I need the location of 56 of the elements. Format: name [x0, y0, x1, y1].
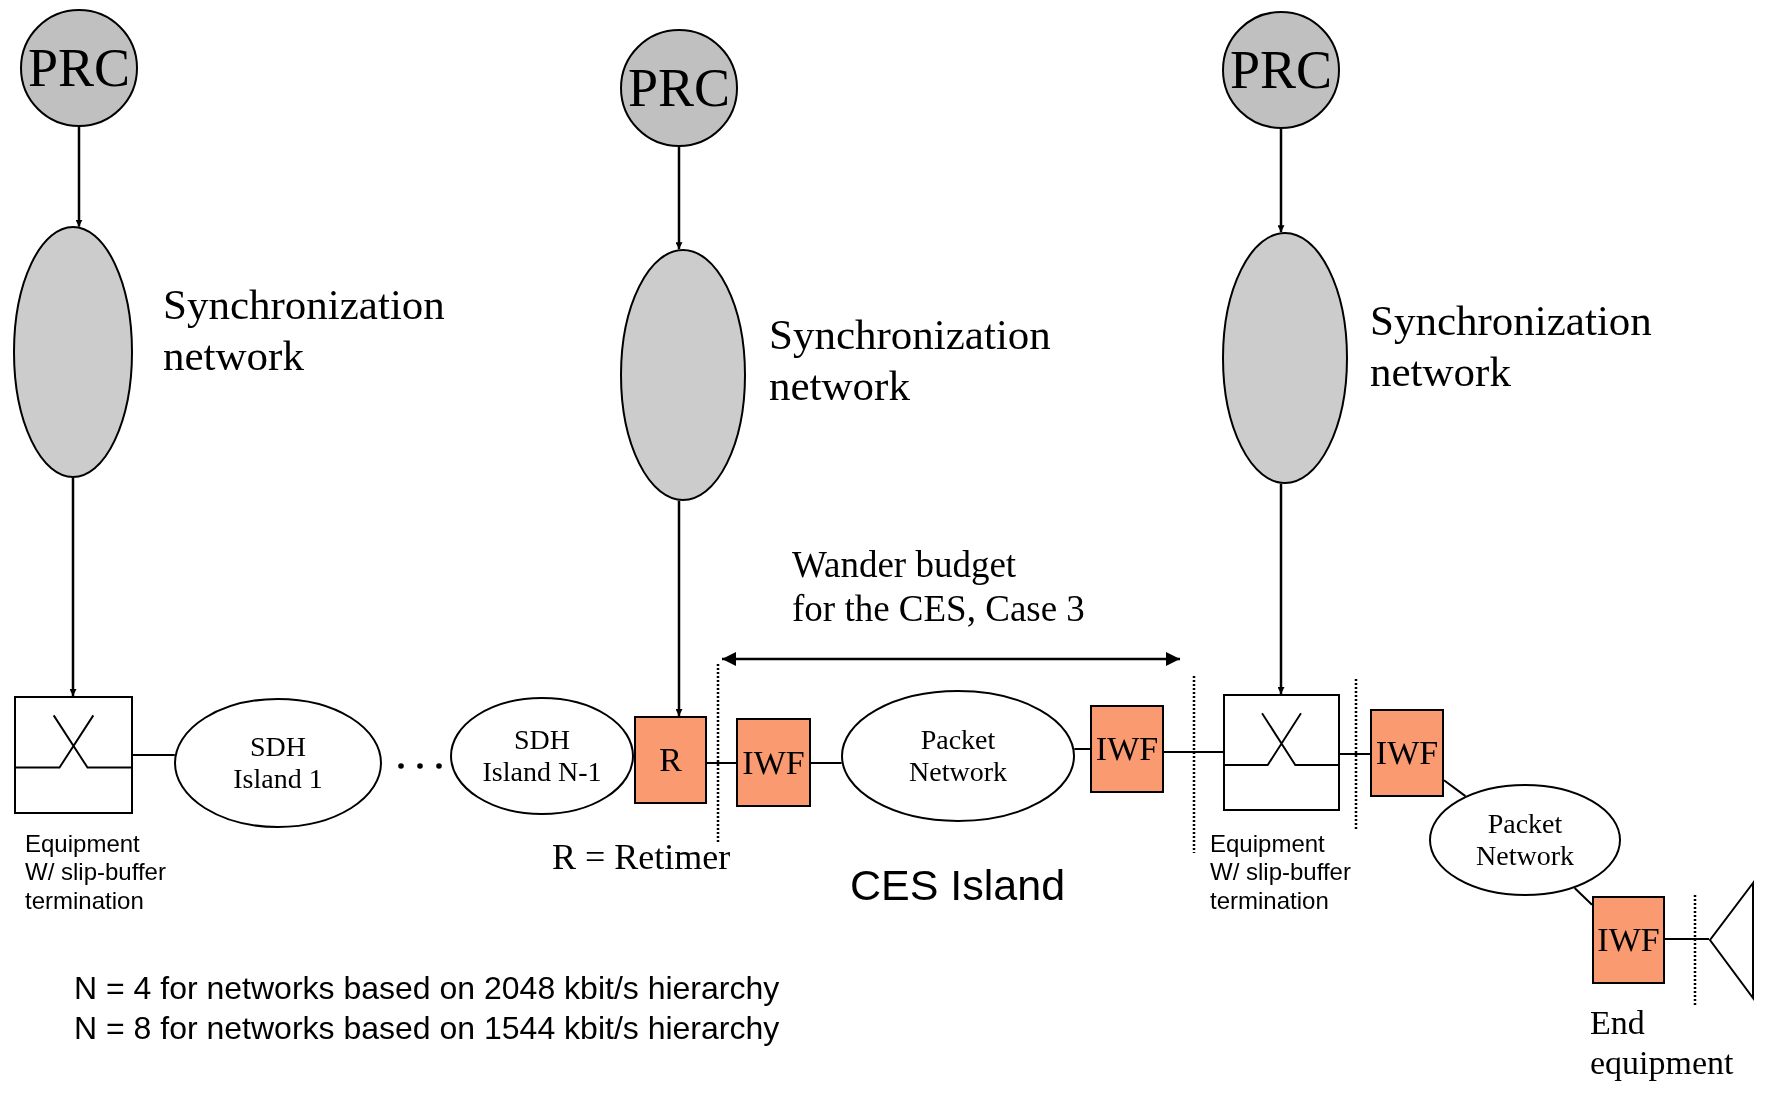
synchronization-network-ellipse: [620, 249, 746, 501]
node-caption: Equipment W/ slip-buffer termination: [25, 830, 166, 915]
synchronization-network-ellipse: [13, 226, 133, 478]
function-box: [1592, 896, 1665, 984]
connector-line: [1573, 886, 1593, 906]
prc-circle: [20, 9, 138, 127]
node-label: IWF: [742, 742, 805, 783]
node-label: PRC: [627, 56, 731, 120]
connector-line: [706, 762, 737, 764]
node-label: SDH Island 1: [233, 730, 323, 796]
node-label: IWF: [1095, 729, 1159, 769]
node-caption: Equipment W/ slip-buffer termination: [1210, 830, 1351, 915]
function-box: [634, 716, 707, 804]
network-ellipse: [450, 697, 634, 815]
arrow: [75, 127, 83, 227]
node-caption: Synchronization network: [769, 310, 1051, 411]
prc-circle: [1222, 11, 1340, 129]
node-label: R: [659, 740, 682, 780]
arrow: [1277, 129, 1285, 233]
node-caption: End equipment: [1590, 1003, 1734, 1084]
prc-circle: [620, 29, 738, 147]
dimension-label: Wander budget for the CES, Case 3: [792, 543, 1085, 631]
footnote: N = 4 for networks based on 2048 kbit/s hierarchy: [74, 970, 780, 1008]
network-ellipse: [841, 690, 1075, 822]
end-equipment-symbol: [1709, 882, 1754, 999]
connector-line: [1163, 751, 1224, 753]
network-ellipse: [174, 698, 382, 828]
function-box: [736, 718, 811, 807]
region-label: CES Island: [850, 860, 1066, 911]
connector-line: [1443, 779, 1467, 798]
node-caption: Synchronization network: [1370, 296, 1652, 397]
connector-line: [810, 762, 843, 764]
connector-line: [1339, 753, 1371, 755]
arrow: [675, 500, 683, 716]
equipment-box: [14, 696, 133, 814]
node-caption: Synchronization network: [163, 280, 445, 381]
node-label: IWF: [1597, 920, 1660, 960]
node-label: PRC: [1229, 38, 1333, 102]
synchronization-network-ellipse: [1222, 232, 1348, 484]
legend-note: R = Retimer: [552, 836, 731, 879]
arrow: [675, 147, 683, 250]
function-box: [1370, 709, 1444, 797]
node-label: SDH Island N-1: [482, 723, 602, 789]
connector-line: [1664, 938, 1710, 940]
network-ellipse: [1429, 784, 1621, 896]
equipment-box: [1223, 694, 1340, 811]
arrow: [69, 478, 77, 696]
footnote: N = 8 for networks based on 1544 kbit/s hierarchy: [74, 1010, 780, 1048]
function-box: [1090, 705, 1164, 793]
node-label: Packet Network: [1476, 807, 1574, 873]
node-label: PRC: [27, 36, 131, 100]
node-label: Packet Network: [909, 723, 1007, 789]
connector-line: [132, 754, 176, 756]
node-label: IWF: [1375, 733, 1439, 773]
connector-line: [1073, 748, 1091, 750]
arrow: [1277, 483, 1285, 694]
